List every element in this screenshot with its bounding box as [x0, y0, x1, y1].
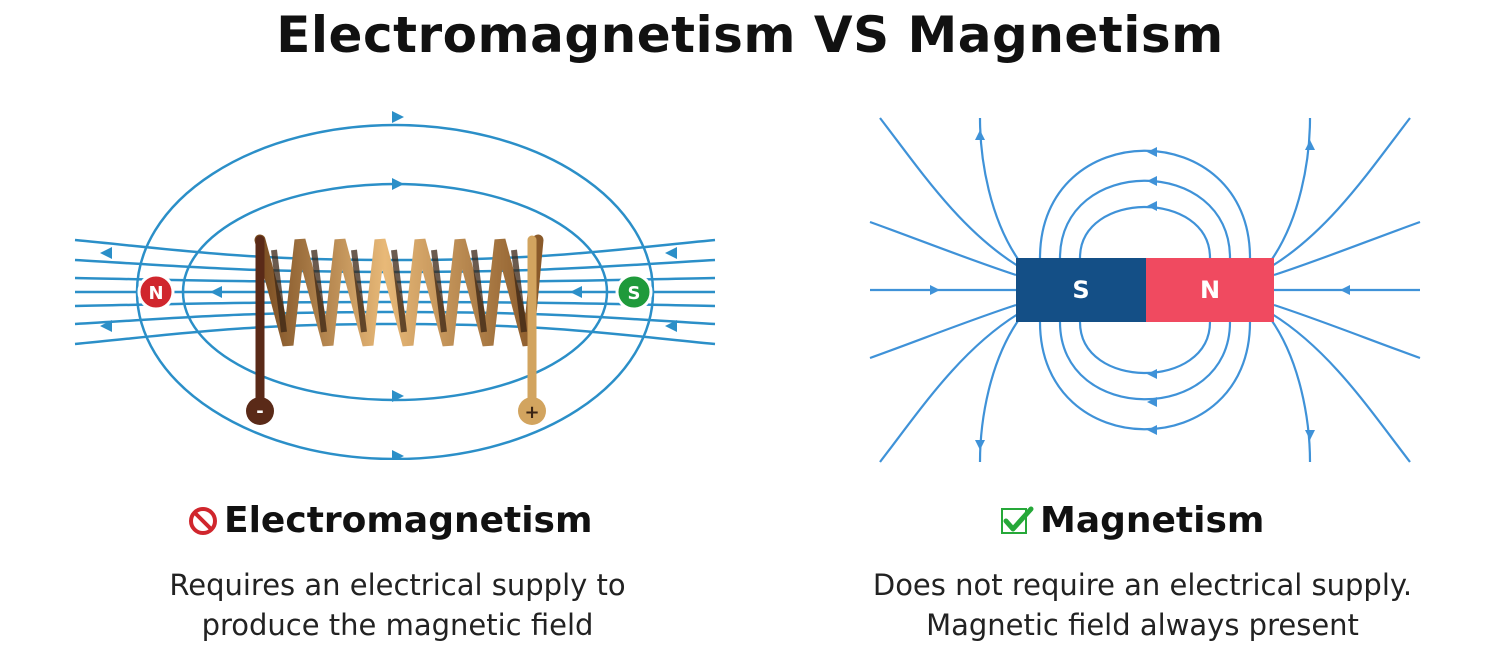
- checkmark-icon: [1001, 506, 1034, 534]
- arrow-icon: [1340, 285, 1350, 295]
- field-line: [978, 117, 1021, 263]
- field-line: [1038, 321, 1252, 431]
- arrow-icon: [570, 286, 582, 298]
- electromagnet-diagram: - + N S: [74, 111, 716, 460]
- magnetism-heading: Magnetism: [1000, 500, 1264, 541]
- arrow-icon: [100, 247, 112, 259]
- south-pole-badge: [615, 273, 653, 311]
- arrow-icon: [210, 286, 222, 298]
- prohibited-icon: [189, 506, 217, 535]
- description-line: Requires an electrical supply to: [169, 568, 626, 602]
- south-pole-label: S: [628, 283, 641, 304]
- arrow-icon: [1147, 397, 1157, 407]
- field-line: [1078, 321, 1212, 374]
- negative-terminal-label: -: [256, 401, 263, 422]
- field-line: [978, 317, 1021, 463]
- magnet-north-label: N: [1200, 276, 1220, 304]
- coil-shading: [271, 249, 527, 333]
- field-line: [879, 313, 1019, 463]
- arrow-icon: [930, 285, 940, 295]
- description-line: Magnetic field always present: [926, 608, 1359, 642]
- arrow-icon: [392, 111, 404, 123]
- electromagnetism-heading: Electromagnetism: [188, 500, 593, 541]
- positive-terminal-label: +: [524, 402, 539, 423]
- arrow-icon: [665, 320, 677, 332]
- magnet-south-label: S: [1072, 276, 1089, 304]
- arrow-icon: [665, 247, 677, 259]
- arrow-icon: [1147, 425, 1157, 435]
- electromagnetism-description: Requires an electrical supply to produce…: [120, 565, 675, 645]
- copper-coil: [254, 234, 544, 347]
- field-line: [869, 303, 1017, 360]
- field-line: [74, 322, 716, 346]
- arrow-icon: [1147, 176, 1157, 186]
- arrow-icon: [975, 440, 985, 450]
- magnetism-description: Does not require an electrical supply. M…: [840, 565, 1445, 645]
- field-line: [1273, 220, 1421, 277]
- positive-terminal: [518, 397, 546, 425]
- field-line: [1078, 206, 1212, 259]
- north-pole-badge: [137, 273, 175, 311]
- arrow-icon: [392, 178, 404, 190]
- description-line: Does not require an electrical supply.: [872, 568, 1413, 602]
- field-line: [1271, 117, 1411, 267]
- field-line: [879, 117, 1019, 267]
- arrow-icon: [1305, 430, 1315, 440]
- north-pole-label: N: [148, 283, 163, 304]
- field-line: [1038, 149, 1252, 259]
- arrow-icon: [975, 130, 985, 140]
- magnet-south-half: [1016, 258, 1146, 322]
- magnet-field-lines: [869, 117, 1421, 463]
- field-line: [1058, 321, 1232, 401]
- arrow-icon: [100, 320, 112, 332]
- bar-magnet-diagram: S N: [869, 117, 1421, 463]
- arrow-icon: [1305, 140, 1315, 150]
- arrow-icon: [1147, 201, 1157, 211]
- description-line: produce the magnetic field: [201, 608, 594, 642]
- magnetism-heading-text: Magnetism: [1040, 500, 1265, 541]
- field-line: [1269, 117, 1312, 263]
- arrow-icon: [392, 450, 404, 460]
- field-arrows: [100, 111, 677, 460]
- magnet-field-arrows: [930, 130, 1350, 450]
- arrow-icon: [392, 390, 404, 402]
- arrow-icon: [1147, 147, 1157, 157]
- field-line: [1269, 317, 1312, 463]
- electromagnetism-heading-text: Electromagnetism: [224, 500, 593, 541]
- negative-terminal: [246, 397, 274, 425]
- arrow-icon: [1147, 369, 1157, 379]
- page-title: Electromagnetism VS Magnetism: [276, 6, 1224, 64]
- field-line: [1058, 179, 1232, 259]
- field-line: [1273, 303, 1421, 360]
- field-line: [1271, 313, 1411, 463]
- field-line: [869, 220, 1017, 277]
- coil-winding: [254, 234, 544, 347]
- magnet-north-half: [1146, 258, 1274, 322]
